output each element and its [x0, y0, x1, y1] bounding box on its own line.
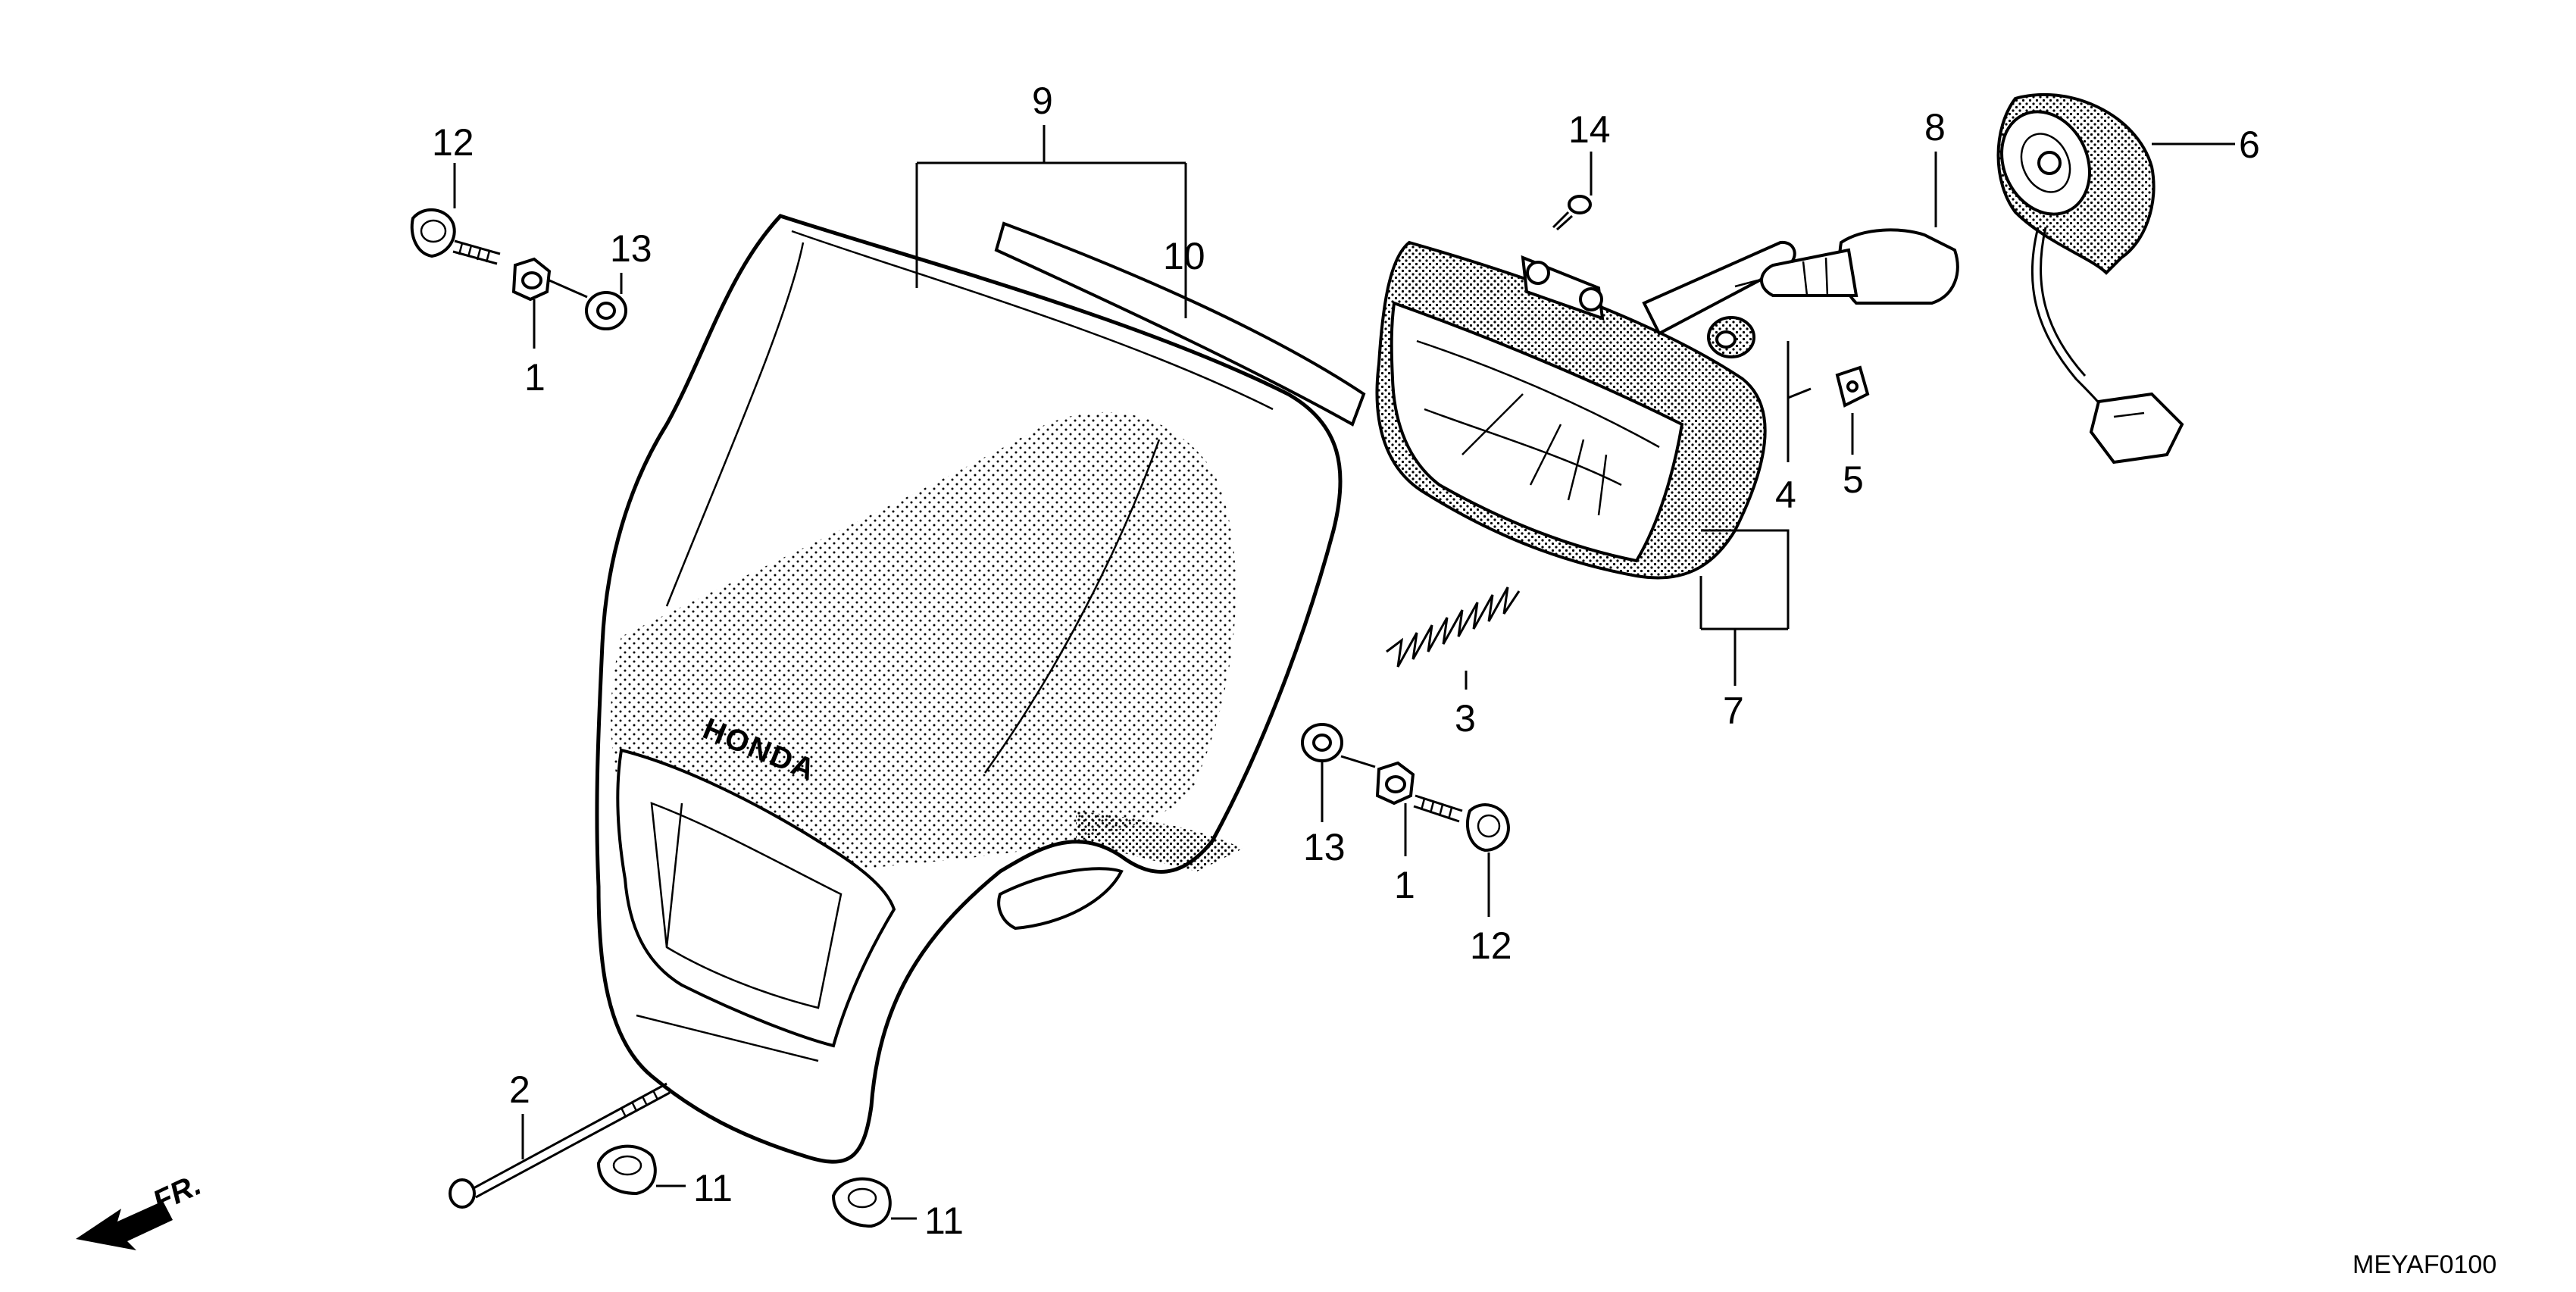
- front-direction-indicator: FR.: [76, 1168, 206, 1250]
- callout-9: 9: [1032, 80, 1053, 122]
- mounting-hardware-right: [1301, 723, 1510, 852]
- mounting-hardware-upper-left: [410, 208, 627, 330]
- nut-11-left: [596, 1144, 657, 1196]
- headlight-cowl: HONDA: [595, 214, 1343, 1164]
- callout-11-left: 11: [693, 1167, 733, 1209]
- callout-3: 3: [1455, 697, 1476, 740]
- callout-14: 14: [1568, 108, 1611, 151]
- clip-nut-5: [1835, 365, 1870, 408]
- front-arrow-icon: [76, 1201, 173, 1250]
- callout-13-right: 13: [1303, 826, 1346, 868]
- callout-5: 5: [1843, 458, 1864, 501]
- callout-13-upper: 13: [610, 227, 652, 270]
- long-bolt-2: [449, 1082, 671, 1209]
- nut-11-right: [831, 1177, 892, 1228]
- callout-7: 7: [1723, 690, 1744, 732]
- diagram-code: MEYAF0100: [2352, 1250, 2496, 1279]
- grommet-4: [1707, 316, 1755, 358]
- leader-lines: [453, 125, 2235, 1220]
- adjuster-spring-3: [1386, 587, 1521, 668]
- bulb-socket-cap: [1996, 92, 2184, 465]
- callout-11-right: 11: [924, 1200, 964, 1242]
- headlight-unit: [1375, 240, 1796, 580]
- callout-4: 4: [1775, 474, 1796, 516]
- callout-1-right: 1: [1394, 864, 1415, 906]
- callout-2: 2: [509, 1068, 530, 1111]
- callout-8: 8: [1924, 106, 1946, 149]
- sponge-strip: [994, 221, 1366, 427]
- callout-6: 6: [2239, 124, 2260, 166]
- callout-12-right: 12: [1470, 924, 1512, 967]
- callout-12-upper: 12: [432, 121, 474, 164]
- headlight-bulb: [1734, 228, 1959, 305]
- screw-14: [1552, 195, 1592, 231]
- callout-labels: 12 13 1 9 10 14 8 6 4 5 7 3 13 1 12 2 11…: [432, 80, 2260, 1242]
- callout-1-upper: 1: [524, 356, 546, 399]
- callout-10: 10: [1163, 235, 1205, 277]
